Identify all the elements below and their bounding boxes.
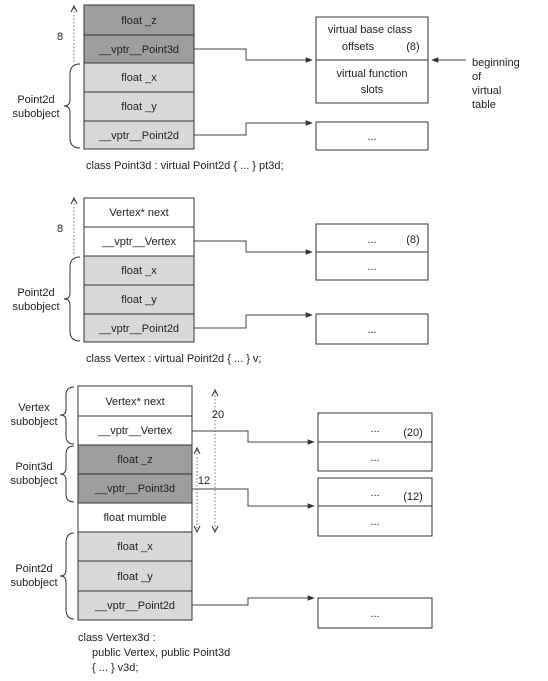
pt3d-point2d-vtable [315,121,429,151]
v-point2d-label-line1: Point2d [17,287,54,299]
pt3d-cell-float-y [83,91,195,122]
v3d-cell-vptr-point3d-label: __vptr__Point3d [94,483,175,495]
v-offset-arrowhead [70,196,78,205]
v-cell-vptr-point2d-label: __vptr__Point2d [98,323,179,335]
v3d-point2d-label-line1: Point2d [15,563,52,575]
pt3d-point2d-label-line2: subobject [12,108,59,120]
pt3d-point2d-brace [63,63,81,149]
v-cell-vptr-vertex-label: __vptr__Vertex [101,236,176,248]
pt3d-vptr-point2d-arrow [194,120,313,136]
v3d-point3d-vtable-row2-dots: ... [370,516,379,528]
v3d-cell-float-y [77,560,193,592]
v3d-point2d-vtable-dots: ... [370,608,379,620]
vertex-layout: Vertex* next __vptr__Vertex float _x flo… [12,196,429,365]
v3d-vertex-label-line2: subobject [10,416,57,428]
pt3d-beginning-line2: of [472,71,482,83]
v3d-point3d-brace [59,445,75,503]
v3d-caption-line3: { ... } v3d; [92,662,138,674]
v-cell-next [83,197,195,228]
v3d-cell-float-x-label: float _x [117,541,153,553]
pt3d-cell-float-x [83,62,195,93]
pt3d-cell-float-x-label: float _x [121,72,157,84]
vertex3d-layout: Vertex* next __vptr__Vertex float _z __v… [10,385,433,674]
v3d-caption-line1: class Vertex3d : [78,632,156,644]
pt3d-point2d-vtable-dots: ... [367,131,376,143]
pt3d-offset-label: 8 [57,31,63,43]
v-cell-vptr-vertex [83,226,195,257]
v-vtable-row1-value: (8) [406,234,419,246]
pt3d-offset-arrowhead [70,4,78,13]
pt3d-vtable-slots-line2: slots [361,84,384,96]
v-vptr-vertex-arrow [194,240,313,255]
v3d-cell-vptr-point2d [77,590,193,621]
v3d-vptr-point2d-arrow [192,595,315,606]
v3d-vertex-brace [59,386,75,445]
v3d-offset-20-label: 20 [212,409,224,421]
v3d-vertex-vtable-row1-dots: ... [370,423,379,435]
pt3d-beginning-line1: beginning [472,57,520,69]
pt3d-vtable-offsets-line2: offsets [342,41,375,53]
v3d-point3d-label-line2: subobject [10,475,57,487]
pt3d-cell-vptr-point3d [83,34,195,64]
pt3d-vtable-slots-line1: virtual function [337,68,408,80]
v3d-point3d-vtable-row1-value: (12) [403,491,423,503]
v-point2d-label-line2: subobject [12,301,59,313]
v3d-vertex-label-line1: Vertex [18,402,50,414]
v-point2d-vtable-dots: ... [367,324,376,336]
v3d-point3d-vtable [317,477,433,537]
pt3d-cell-float-y-label: float _y [121,101,157,113]
v3d-cell-vptr-point2d-label: __vptr__Point2d [94,600,175,612]
v-point2d-brace [63,256,81,342]
v3d-vertex-vtable-row1-value: (20) [403,427,423,439]
v3d-cell-float-z-label: float _z [117,454,152,466]
v3d-cell-next-label: Vertex* next [105,396,164,408]
pt3d-vptr-point3d-arrow [194,48,313,63]
v-vtable-row2-dots: ... [367,261,376,273]
v3d-cell-next [77,385,193,417]
pt3d-cell-float-z-label: float _z [121,15,156,27]
v3d-point3d-vtable-row1-dots: ... [370,487,379,499]
pt3d-beginning-line3: virtual [472,85,501,97]
pt3d-cell-vptr-point3d-label: __vptr__Point3d [98,44,179,56]
v-vtable-row1-dots: ... [367,234,376,246]
v3d-point3d-label-line1: Point3d [15,461,52,473]
v3d-vptr-vertex-arrow [192,430,315,445]
v-cell-vptr-point2d [83,313,195,343]
v3d-cell-mumble [77,502,193,533]
pt3d-vtable-offsets-line1: virtual base class [328,24,413,36]
pt3d-beginning-line4: table [472,99,496,111]
v-cell-float-x [83,255,195,286]
v-cell-next-label: Vertex* next [109,207,168,219]
v-vptr-point2d-arrow [194,312,313,329]
pt3d-caption: class Point3d : virtual Point2d { ... } … [86,160,284,172]
v-caption: class Vertex : virtual Point2d { ... } v… [86,353,261,365]
v3d-point2d-vtable [317,597,433,629]
v-point2d-vtable [315,313,429,345]
v3d-cell-float-x [77,531,193,562]
v3d-cell-float-z [77,444,193,475]
v3d-offset-12-label: 12 [198,475,210,487]
v3d-cell-vptr-vertex [77,415,193,446]
point3d-layout: float _z __vptr__Point3d float _x float … [12,4,520,172]
pt3d-point2d-label-line1: Point2d [17,94,54,106]
v3d-cell-mumble-label: float mumble [104,512,167,524]
pt3d-cell-vptr-point2d [83,120,195,150]
pt3d-cell-float-z [83,4,195,36]
v3d-cell-vptr-vertex-label: __vptr__Vertex [97,425,172,437]
v3d-caption-line2: public Vertex, public Point3d [92,647,230,659]
v-offset-label: 8 [57,223,63,235]
v-cell-float-x-label: float _x [121,265,157,277]
v3d-cell-float-y-label: float _y [117,571,153,583]
v3d-point2d-label-line2: subobject [10,577,57,589]
v3d-vptr-point3d-arrow [192,488,315,509]
pt3d-vtable-offsets-value: (8) [406,41,419,53]
v-cell-float-y-label: float _y [121,294,157,306]
pt3d-cell-vptr-point2d-label: __vptr__Point2d [98,130,179,142]
v3d-vertex-vtable-row2-dots: ... [370,452,379,464]
v3d-point2d-brace [59,532,75,620]
